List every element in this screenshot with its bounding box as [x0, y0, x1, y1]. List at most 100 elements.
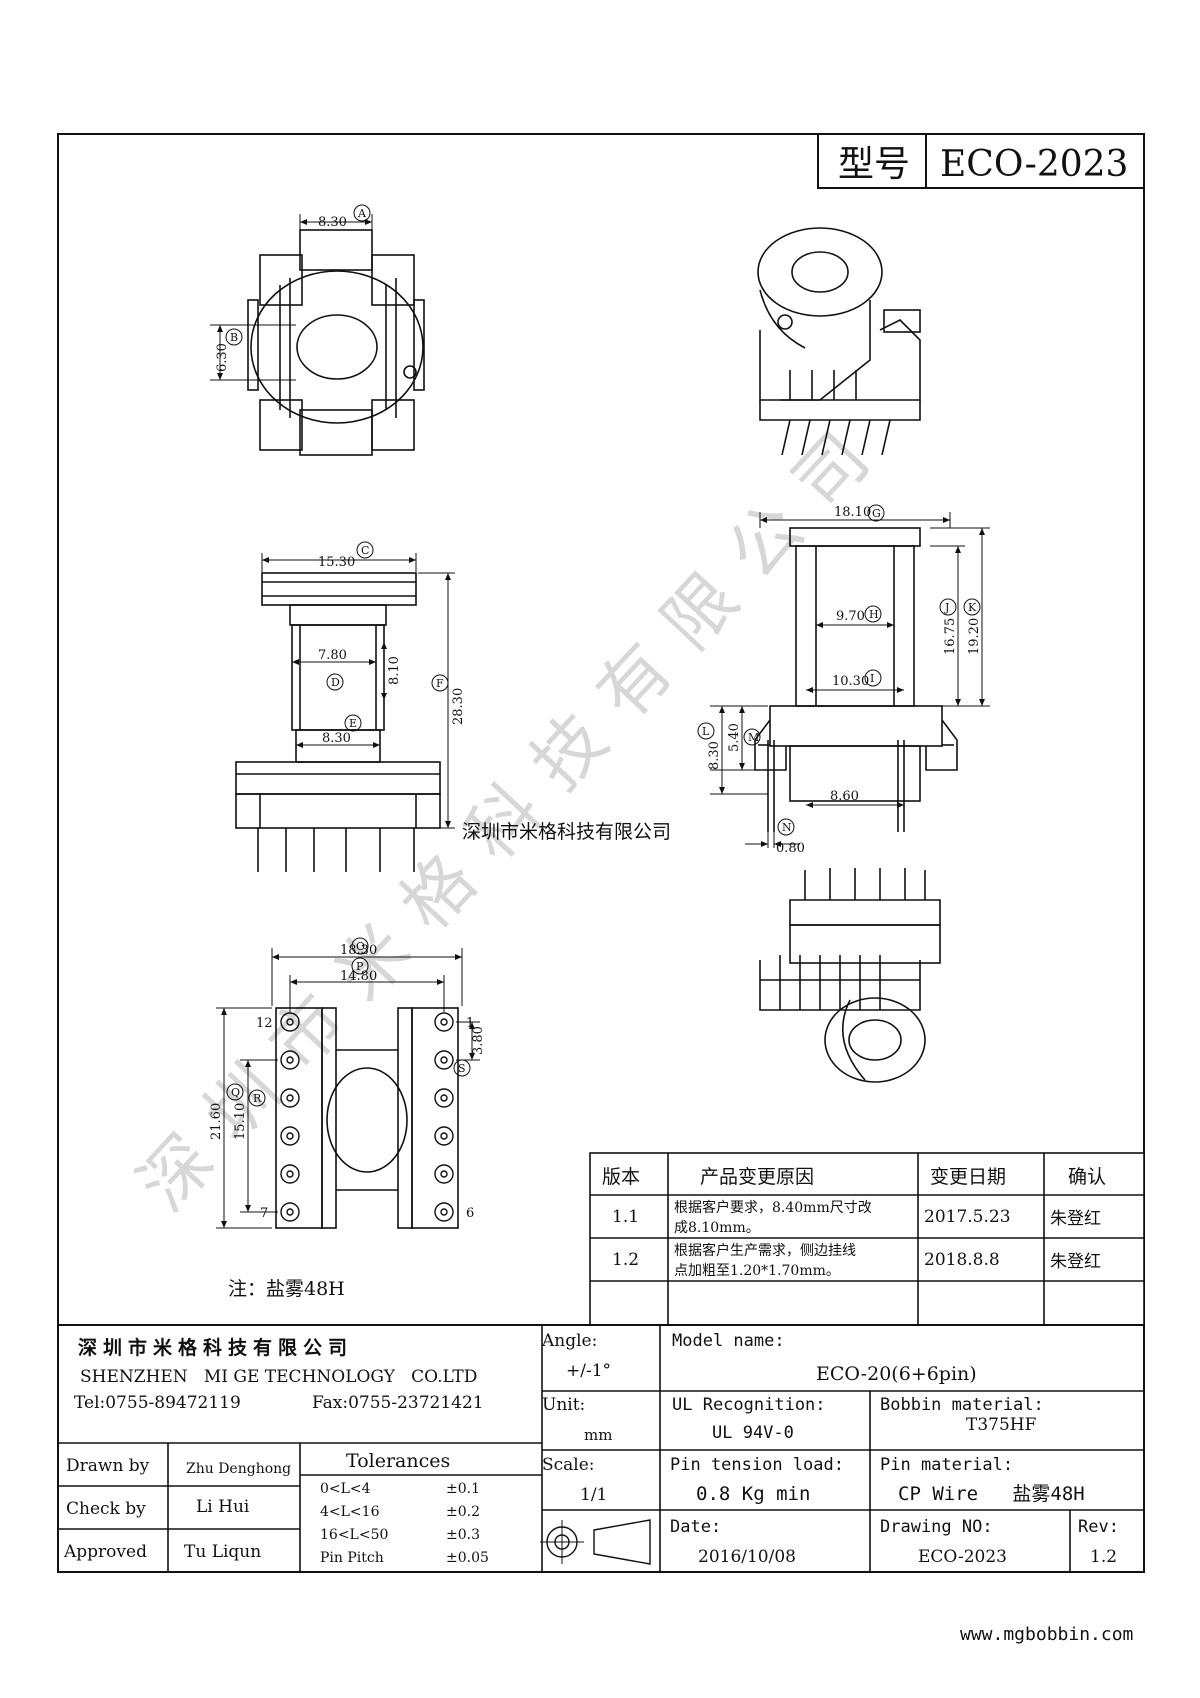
tag-e: E	[349, 717, 357, 730]
bobbin-label: Bobbin material:	[880, 1395, 1044, 1415]
watermark-diagonal: 深圳市米格科技有限公司	[122, 398, 902, 1226]
company-tel: Tel:0755-89472119	[74, 1393, 241, 1413]
sheet-border	[57, 133, 1145, 1573]
ul-label: UL Recognition:	[672, 1395, 826, 1415]
rev-row2-date: 2018.8.8	[924, 1250, 1000, 1270]
scale-value: 1/1	[580, 1485, 607, 1505]
pin-tension-value: 0.8 Kg min	[696, 1483, 810, 1505]
rev-header-date: 变更日期	[930, 1166, 1006, 1188]
tol-range-3: 16<L<50	[320, 1527, 388, 1543]
model-label: 型号	[838, 144, 910, 185]
dim-g: 18.10	[834, 505, 871, 520]
date-label: Date:	[670, 1517, 721, 1537]
tag-a: A	[357, 207, 367, 220]
front-view	[235, 541, 455, 872]
dim-e: 8.30	[322, 731, 351, 746]
angle-label: Angle:	[541, 1331, 597, 1351]
dim-86: 8.60	[830, 789, 859, 804]
angle-value: +/-1°	[566, 1361, 611, 1381]
tag-i: I	[870, 672, 874, 685]
tag-j: J	[944, 601, 949, 614]
ul-value: UL 94V-0	[712, 1423, 794, 1443]
tol-value-4: ±0.05	[446, 1550, 489, 1566]
watermark: 深圳市米格科技有限公司	[122, 398, 902, 1226]
pin-label-6: 6	[466, 1206, 474, 1221]
tag-b: B	[230, 331, 238, 344]
pin-label-12: 12	[256, 1016, 273, 1031]
dim-q: 21.60	[209, 1103, 224, 1140]
top-view	[210, 204, 425, 456]
tol-value-3: ±0.3	[446, 1527, 480, 1543]
model-name-label: Model name:	[672, 1331, 785, 1351]
pins-left	[280, 1012, 300, 1222]
rev-row2-ver: 1.2	[612, 1250, 639, 1270]
rev-label: Rev:	[1078, 1517, 1119, 1537]
rev-row1-by: 朱登红	[1050, 1209, 1101, 1229]
rev-row1-reason-2: 成8.10mm。	[674, 1220, 760, 1236]
dim-i: 10.30	[832, 674, 869, 689]
rev-row2-by: 朱登红	[1050, 1252, 1101, 1272]
tag-m: M	[748, 731, 759, 744]
dim-r: 15.10	[233, 1103, 248, 1140]
dim-m: 5.40	[727, 723, 742, 752]
dim-h: 9.70	[836, 609, 865, 624]
tol-range-2: 4<L<16	[320, 1504, 380, 1520]
dim-k: 19.20	[967, 618, 982, 655]
tag-r: R	[253, 1092, 262, 1105]
scale-label: Scale:	[542, 1455, 595, 1475]
pin-material-label: Pin material:	[880, 1455, 1013, 1475]
model-name-value: ECO-20(6+6pin)	[816, 1363, 977, 1385]
dim-d2: 8.10	[387, 656, 402, 685]
dim-d: 7.80	[318, 648, 347, 663]
rev-row1-date: 2017.5.23	[924, 1207, 1011, 1227]
company-cn: 深圳市米格科技有限公司	[78, 1336, 353, 1359]
rev-row2-reason-2: 点加粗至1.20*1.70mm。	[674, 1263, 840, 1279]
tag-q: Q	[231, 1086, 240, 1099]
dim-a: 8.30	[318, 215, 347, 230]
dim-l: 8.30	[707, 741, 722, 770]
dim-j: 16.75	[943, 618, 958, 655]
rev-row2-reason-1: 根据客户生产需求，侧边挂线	[674, 1242, 856, 1259]
watermark-center: 深圳市米格科技有限公司	[462, 821, 671, 843]
tol-range-4: Pin Pitch	[320, 1550, 384, 1566]
tag-d: D	[331, 676, 340, 689]
pin-material-value: CP Wire 盐雾48H	[898, 1483, 1085, 1505]
tag-c: C	[361, 544, 369, 557]
model-box: 型号 ECO-2023	[817, 133, 1145, 189]
date-value: 2016/10/08	[698, 1547, 796, 1567]
dim-c: 15.30	[318, 555, 355, 570]
drawing-no-label: Drawing NO:	[880, 1517, 993, 1537]
tolerances-label: Tolerances	[346, 1450, 450, 1472]
iso-view-top	[757, 227, 921, 456]
check-by-value: Li Hui	[196, 1497, 250, 1517]
watermark-url: www.mgbobbin.com	[960, 1624, 1133, 1645]
tag-l: L	[702, 725, 710, 738]
pins-right	[434, 1012, 454, 1222]
dim-s: 3.80	[471, 1026, 486, 1055]
check-by-label: Check by	[66, 1499, 146, 1519]
pin-label-1: 1	[466, 1016, 474, 1031]
approved-value: Tu Liqun	[184, 1542, 261, 1562]
tag-n: N	[782, 821, 792, 834]
title-block-grid	[58, 1324, 1144, 1572]
drawn-by-label: Drawn by	[66, 1456, 150, 1476]
rev-header-reason: 产品变更原因	[700, 1166, 814, 1188]
unit-label: Unit:	[542, 1395, 585, 1415]
side-view	[697, 504, 990, 848]
tag-o: O	[356, 940, 365, 953]
rev-header-confirm: 确认	[1068, 1166, 1106, 1188]
dim-p: 14.80	[340, 969, 377, 984]
tag-g: G	[872, 507, 881, 520]
pin-tension-label: Pin tension load:	[670, 1455, 844, 1475]
rev-row1-ver: 1.1	[612, 1207, 639, 1227]
bottom-view	[216, 937, 480, 1229]
tag-h: H	[869, 608, 879, 621]
revision-table	[589, 1152, 1145, 1326]
tol-range-1: 0<L<4	[320, 1481, 371, 1497]
pin-label-7: 7	[260, 1206, 268, 1221]
company-en: SHENZHEN MI GE TECHNOLOGY CO.LTD	[80, 1367, 477, 1387]
drawing-no-value: ECO-2023	[918, 1547, 1007, 1567]
company-fax: Fax:0755-23721421	[312, 1393, 484, 1413]
tag-k: K	[968, 601, 977, 614]
